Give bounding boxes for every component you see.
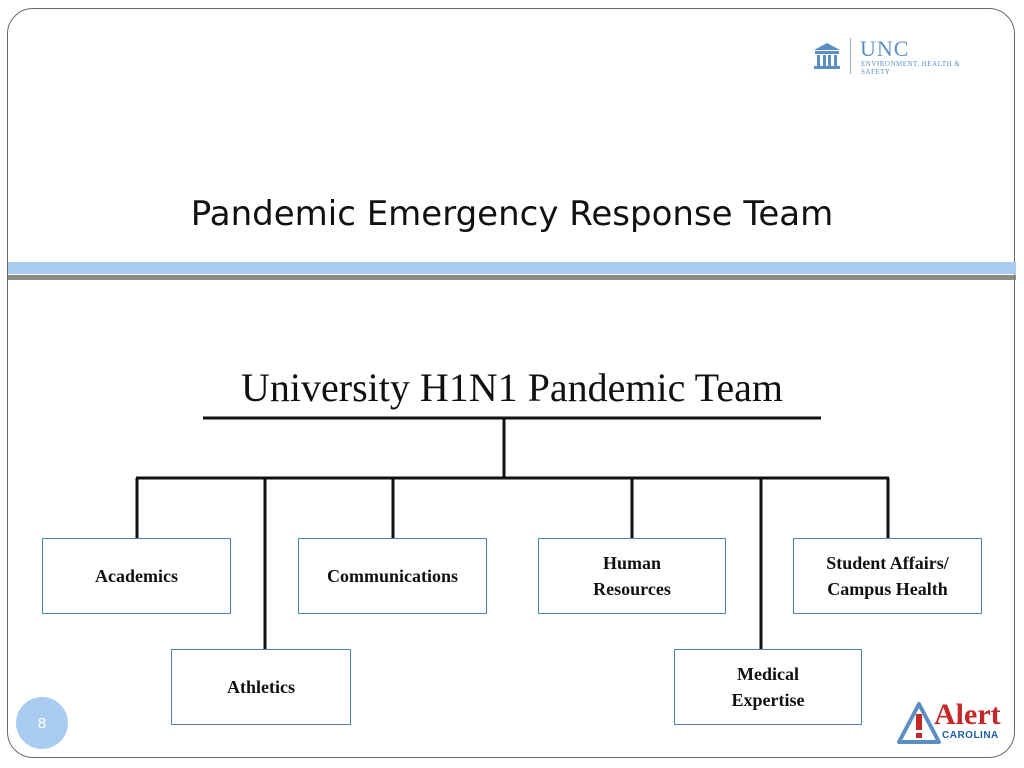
- alert-carolina-logo: Alert CAROLINA: [896, 698, 1006, 748]
- page-number-badge: 8: [16, 697, 68, 749]
- page-title: Pandemic Emergency Response Team: [190, 194, 834, 234]
- title-rule-gray: [8, 275, 1016, 280]
- alert-logo-word: Alert: [934, 698, 1001, 731]
- page-number: 8: [37, 714, 47, 732]
- old-well-icon: [814, 43, 840, 69]
- unit-box-communications: Communications: [298, 538, 487, 614]
- logo-divider: [850, 38, 851, 74]
- unit-box-human-resources: Human Resources: [538, 538, 726, 614]
- alert-logo-subtitle: CAROLINA: [942, 730, 999, 741]
- warning-triangle-icon: [897, 702, 941, 744]
- unc-ehs-logo: UNC ENVIRONMENT, HEALTH & SAFETY: [810, 36, 970, 76]
- unit-label-human-resources: Human Resources: [593, 553, 671, 599]
- unit-box-medical-expertise: Medical Expertise: [674, 649, 862, 725]
- unit-box-academics: Academics: [42, 538, 231, 614]
- unit-label-academics: Academics: [95, 566, 178, 586]
- unit-label-communications: Communications: [326, 566, 458, 586]
- unc-logo-word: UNC: [860, 36, 910, 61]
- unit-label-student-affairs: Student Affairs/ Campus Health: [826, 553, 949, 599]
- unit-label-medical-expertise: Medical Expertise: [731, 664, 805, 710]
- org-chart-title: University H1N1 Pandemic Team: [241, 365, 783, 410]
- unit-box-student-affairs: Student Affairs/ Campus Health: [793, 538, 982, 614]
- unit-box-athletics: Athletics: [171, 649, 351, 725]
- title-rule-blue: [8, 262, 1016, 274]
- slide-frame: [7, 8, 1015, 758]
- unit-label-athletics: Athletics: [227, 677, 295, 697]
- unc-logo-subtitle: ENVIRONMENT, HEALTH & SAFETY: [861, 60, 961, 76]
